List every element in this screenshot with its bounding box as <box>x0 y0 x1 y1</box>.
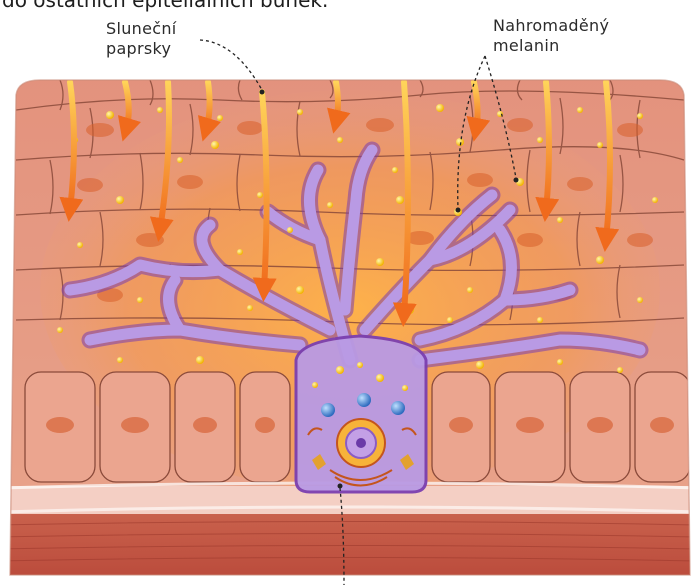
sun-ray-arrow <box>474 82 478 130</box>
sun-ray-arrow <box>546 82 549 210</box>
sun-ray-arrow <box>336 82 338 122</box>
tissue-block <box>0 70 698 585</box>
nucleus-icon <box>337 419 385 467</box>
